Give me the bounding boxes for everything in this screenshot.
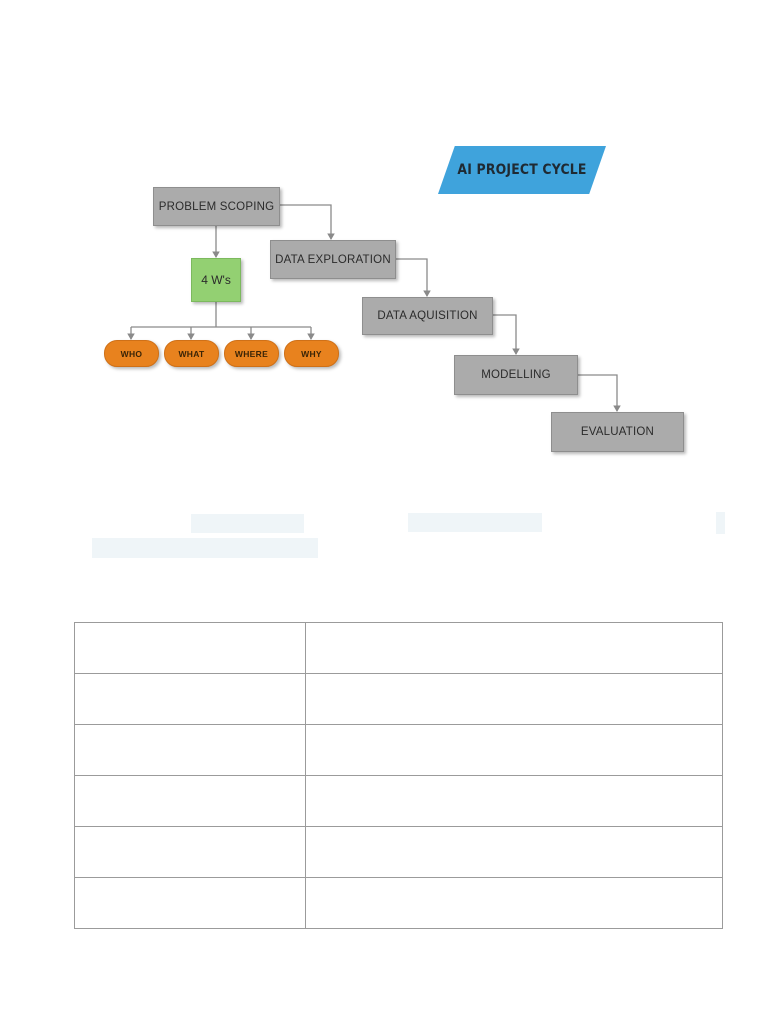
table-cell[interactable] — [305, 724, 723, 776]
pill-label: WHY — [301, 348, 322, 359]
stage-label: EVALUATION — [580, 426, 655, 438]
table-row — [74, 724, 723, 776]
stage-problem-scoping[interactable]: PROBLEM SCOPING — [153, 187, 280, 226]
table-cell[interactable] — [305, 775, 723, 827]
text-highlight-4 — [92, 538, 318, 558]
table-cell[interactable] — [305, 877, 723, 929]
pill-why[interactable]: WHY — [284, 340, 339, 367]
pill-label: WHAT — [178, 348, 205, 359]
stage-label: MODELLING — [481, 369, 551, 381]
content-table — [74, 622, 723, 929]
table-row — [74, 775, 723, 827]
table-row — [74, 622, 723, 674]
ai-project-cycle-banner: AI PROJECT CYCLE — [438, 146, 606, 194]
table-cell[interactable] — [74, 673, 306, 725]
pill-who[interactable]: WHO — [104, 340, 159, 367]
table-cell[interactable] — [305, 622, 723, 674]
text-highlight-3 — [716, 512, 725, 534]
pill-label: WHERE — [234, 348, 269, 359]
table-cell[interactable] — [305, 673, 723, 725]
stage-label: PROBLEM SCOPING — [158, 200, 275, 213]
ai-project-cycle-diagram: AI PROJECT CYCLE PROBLEM SCOPING DATA EX… — [0, 0, 768, 500]
table-row — [74, 673, 723, 725]
pill-where[interactable]: WHERE — [224, 340, 279, 367]
stage-data-aquisition[interactable]: DATA AQUISITION — [362, 297, 493, 335]
stage-modelling[interactable]: MODELLING — [454, 355, 578, 395]
stage-label: DATA AQUISITION — [377, 310, 478, 322]
banner-parallelogram — [438, 146, 606, 194]
pill-what[interactable]: WHAT — [164, 340, 219, 367]
text-highlight-1 — [191, 514, 304, 533]
text-highlight-2 — [408, 513, 542, 532]
table-cell[interactable] — [74, 826, 306, 878]
stage-label: DATA EXPLORATION — [275, 253, 391, 266]
table-cell[interactable] — [74, 877, 306, 929]
table-cell[interactable] — [74, 775, 306, 827]
table-body — [74, 622, 723, 929]
table-cell[interactable] — [74, 622, 306, 674]
table-cell[interactable] — [305, 826, 723, 878]
table-cell[interactable] — [74, 724, 306, 776]
banner-label: AI PROJECT CYCLE — [457, 162, 587, 178]
node-four-ws[interactable]: 4 W's — [191, 258, 241, 302]
four-ws-label: 4 W's — [201, 273, 231, 287]
table-row — [74, 877, 723, 929]
table-row — [74, 826, 723, 878]
pill-label: WHO — [120, 348, 143, 359]
stage-data-exploration[interactable]: DATA EXPLORATION — [270, 240, 396, 279]
stage-evaluation[interactable]: EVALUATION — [551, 412, 684, 452]
